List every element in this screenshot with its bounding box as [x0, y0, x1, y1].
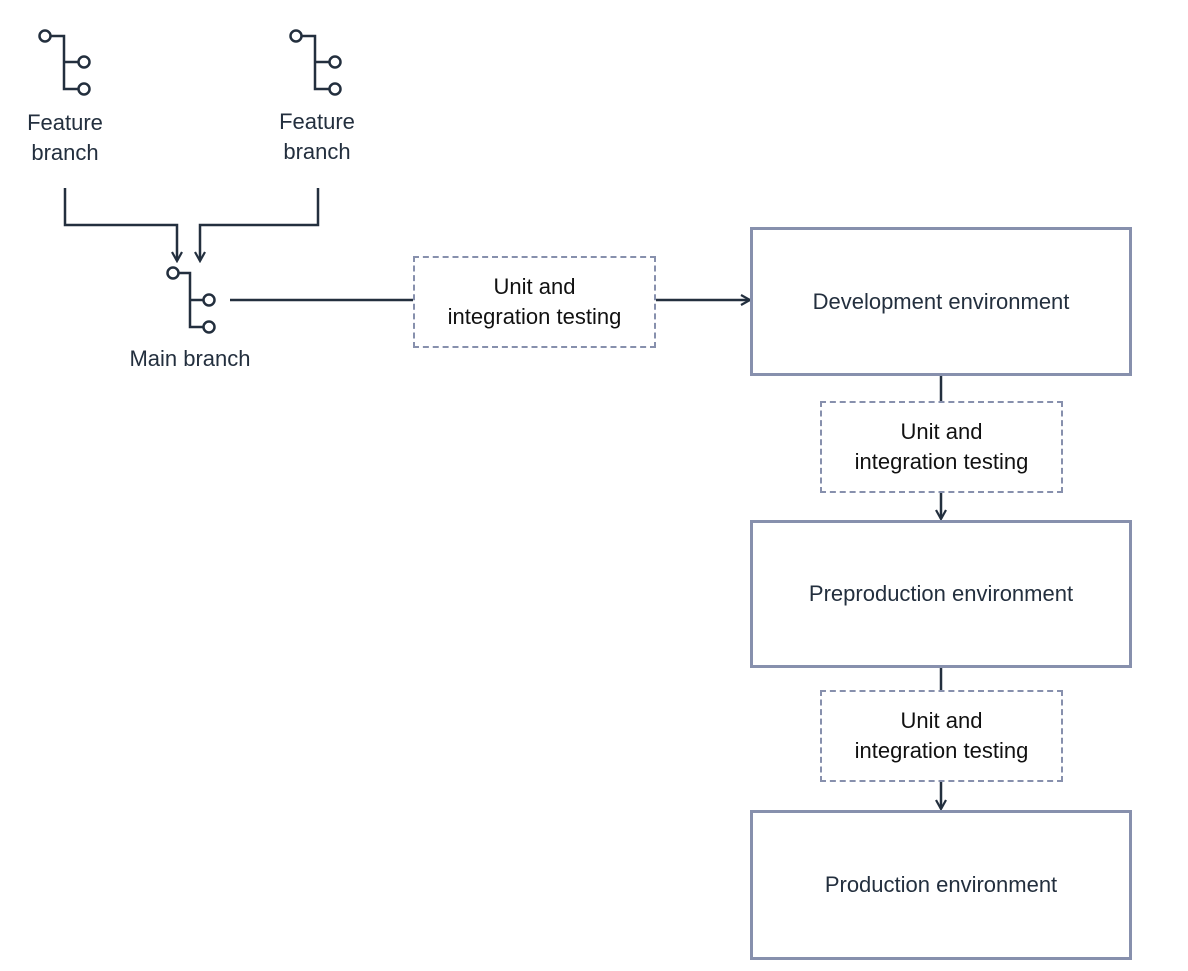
- testing-stage-line2: integration testing: [854, 738, 1029, 763]
- feature-branch-label-left: Feature branch: [0, 108, 135, 168]
- testing-stage-dev-to-preprod: Unit and integration testing: [820, 401, 1063, 493]
- main-branch-label: Main branch: [129, 346, 251, 371]
- testing-stage-line2: integration testing: [447, 304, 622, 329]
- git-branch-icon: [38, 29, 91, 96]
- production-environment-box: Production environment: [750, 810, 1132, 960]
- merge-connector-left: [63, 188, 177, 261]
- feature-branch-label-line1: Feature: [279, 109, 355, 134]
- testing-stage-line1: Unit and: [493, 274, 576, 299]
- testing-stage-line2: integration testing: [854, 449, 1029, 474]
- feature-branch-label-line2: branch: [31, 140, 99, 165]
- production-environment-label: Production environment: [824, 872, 1058, 897]
- testing-stage-main-to-dev: Unit and integration testing: [413, 256, 656, 348]
- git-branch-icon: [166, 266, 216, 334]
- testing-stage-preprod-to-prod: Unit and integration testing: [820, 690, 1063, 782]
- merge-connector-right: [200, 188, 320, 261]
- development-environment-label: Development environment: [812, 288, 1070, 314]
- git-branch-icon: [289, 29, 342, 96]
- feature-branch-label-right: Feature branch: [247, 107, 387, 167]
- feature-branch-label-line1: Feature: [27, 110, 103, 135]
- feature-branch-label-line2: branch: [283, 139, 351, 164]
- testing-stage-line1: Unit and: [900, 708, 983, 733]
- preproduction-environment-box: Preproduction environment: [750, 520, 1132, 668]
- testing-stage-line1: Unit and: [900, 419, 983, 444]
- development-environment-box: Development environment: [750, 227, 1132, 376]
- preproduction-environment-label: Preproduction environment: [808, 581, 1074, 606]
